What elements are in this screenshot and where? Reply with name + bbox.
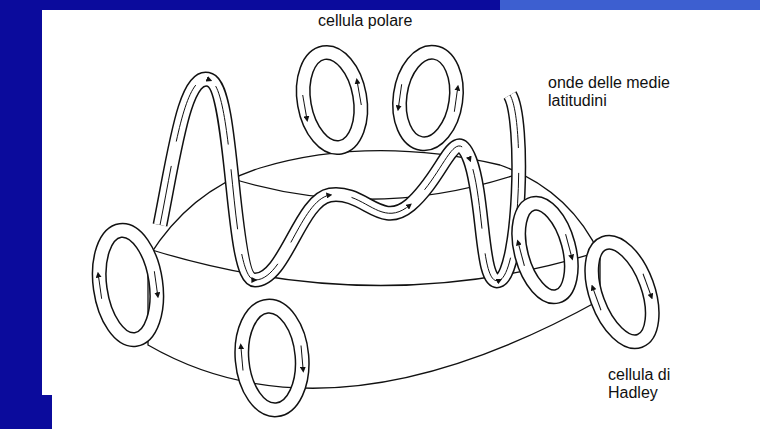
cell-label: cellula polare: [318, 12, 478, 30]
cell-label: onde delle medie latitudini: [548, 74, 688, 110]
mid-latitude-wave: [160, 79, 519, 281]
white-panel: [42, 10, 760, 429]
slide-corner: [0, 395, 52, 429]
cell-label: cellula di Hadley: [608, 366, 718, 402]
slide-band: [500, 0, 760, 10]
slide-band: [0, 0, 500, 10]
earth-sector: [148, 151, 600, 389]
